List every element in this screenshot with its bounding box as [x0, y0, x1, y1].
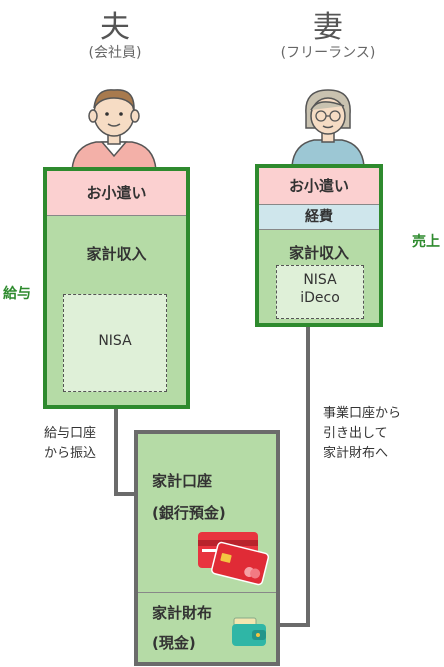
- household-account-line1: 家計口座: [152, 472, 213, 490]
- wife-nisa: NISA: [303, 272, 337, 288]
- husband-nisa-box: NISA: [63, 294, 167, 392]
- withdraw-note: 事業口座から 引き出して 家計財布へ: [323, 406, 402, 461]
- wife-title: 妻: [313, 10, 343, 45]
- household-wallet-line1: 家計財布: [152, 604, 213, 622]
- husband-illustration-icon: [71, 89, 157, 170]
- wallet-icon: [232, 617, 266, 646]
- wife-subtitle: (フリーランス): [280, 45, 376, 61]
- husband-box: お小遣い 家計収入 NISA: [43, 167, 190, 409]
- household-account-line2: (銀行預金): [152, 504, 226, 522]
- wife-expenses: 経費: [259, 205, 379, 230]
- husband-title: 夫: [100, 10, 130, 45]
- husband-subtitle: (会社員): [88, 45, 142, 61]
- wife-pocket-money: お小遣い: [259, 168, 379, 205]
- husband-salary-label: 給与: [3, 286, 31, 302]
- husband-nisa: NISA: [98, 333, 132, 349]
- wife-ideco: iDeco: [300, 290, 340, 306]
- wife-box: お小遣い 経費 家計収入 NISA iDeco: [255, 164, 383, 327]
- credit-cards-icon: [198, 532, 270, 586]
- wife-connector-vertical: [306, 327, 310, 627]
- wife-investment-box: NISA iDeco: [276, 265, 364, 319]
- husband-connector-horizontal: [114, 492, 138, 496]
- household-divider: [138, 592, 276, 593]
- wife-sales-label: 売上: [412, 234, 440, 250]
- husband-household-income: 家計収入: [86, 245, 147, 263]
- wife-household-income: 家計収入: [288, 244, 349, 262]
- household-box: 家計口座 (銀行預金) 家計財布 (現金): [134, 430, 280, 666]
- household-wallet-line2: (現金): [152, 634, 196, 652]
- wife-connector-horizontal: [276, 623, 310, 627]
- transfer-note: 給与口座 から振込: [44, 426, 97, 461]
- husband-pocket-money: お小遣い: [47, 171, 186, 216]
- wife-illustration-icon: [291, 89, 365, 166]
- husband-connector-vertical: [114, 409, 118, 496]
